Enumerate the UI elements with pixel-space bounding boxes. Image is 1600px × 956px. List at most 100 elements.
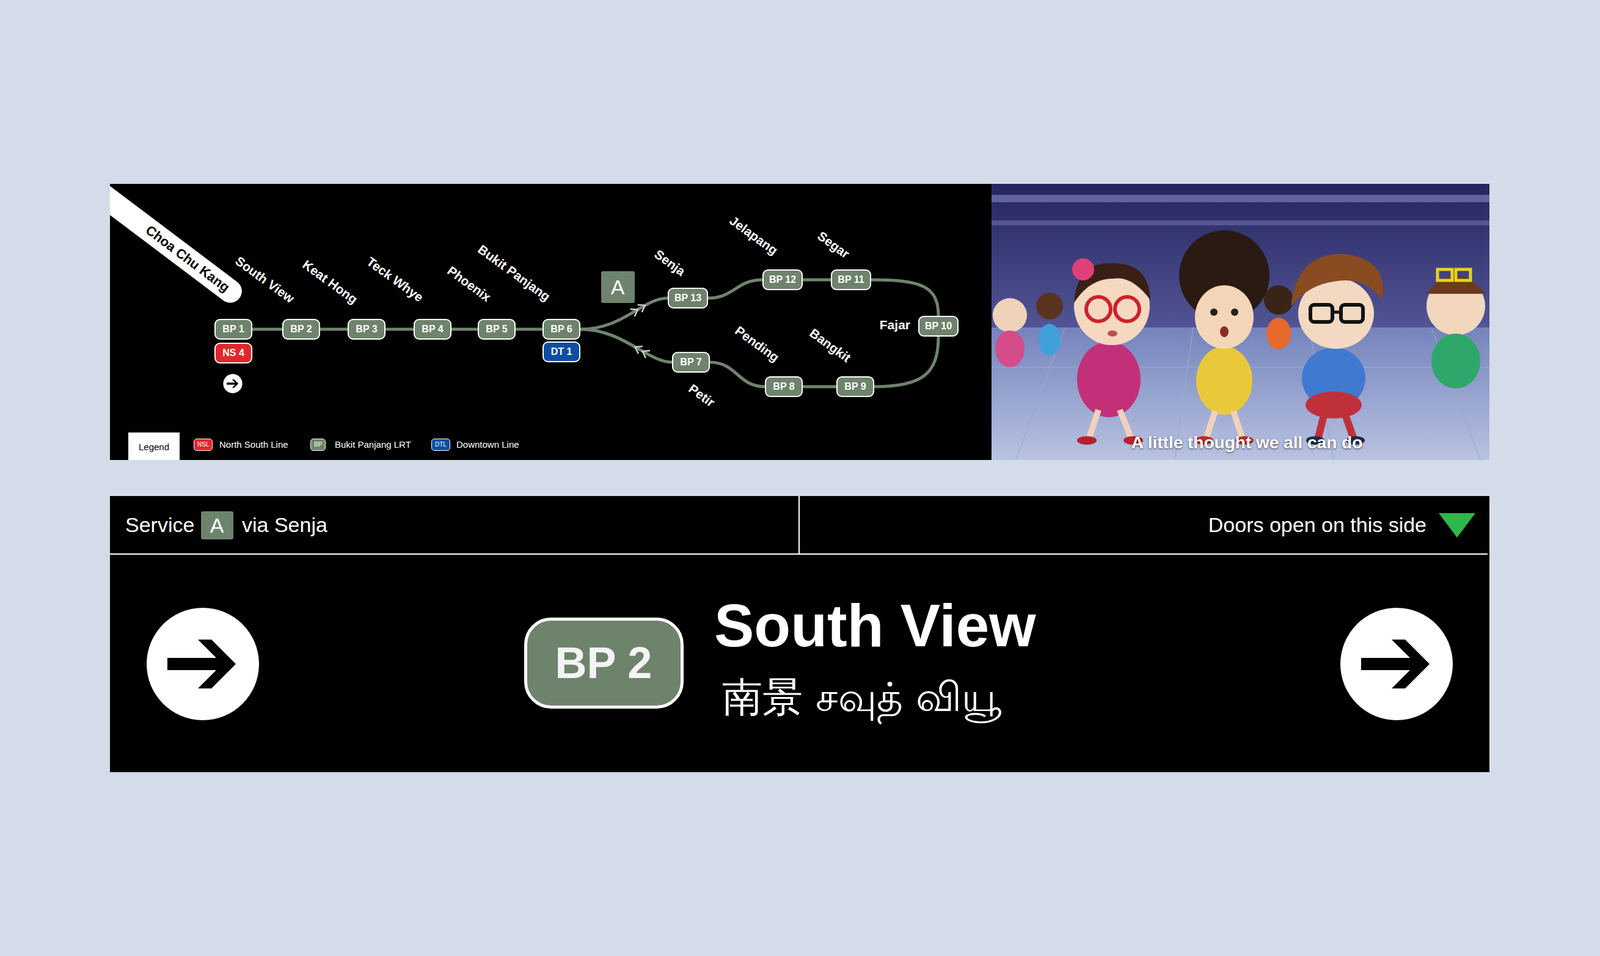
track-line [802,385,837,389]
terminus-band: Choa Chu Kang [109,183,247,308]
video-caption: A little thought we all can do [1131,433,1363,453]
direction-chevron [642,350,651,358]
station-box: BP 7 [672,351,710,373]
ceiling-light [991,220,1490,226]
station-box: BP 4 [413,318,452,340]
service-box: A [200,511,234,540]
station-name: Keat Hong [299,257,361,307]
track-line [874,336,939,387]
node-text: BP 12 [769,274,797,286]
legend-text: Downtown Line [456,439,520,451]
station-name-translation: 南景 சவுத் வியூ [722,675,1002,721]
door-side-triangle [1438,513,1476,538]
interchange-box: NS 4 [214,342,253,364]
direction-chevron [630,309,638,317]
station-name: Petir [686,381,718,410]
station-box: BP 1 [214,318,253,340]
track-line [385,328,414,332]
station-box: BP 5 [477,318,516,340]
node-text: BP 7 [679,356,702,368]
divider-line [798,496,800,555]
direction-arrow-icon [146,607,260,721]
legend-swatch: BP [310,438,326,451]
node-text: BP 11 [837,274,864,286]
station-name: Senja [651,247,688,280]
station-code-box: BP 2 [524,617,684,709]
station-name: South View [232,254,297,307]
divider-line [109,553,1488,555]
node-text: Legend [138,441,170,453]
direction-chevron [635,346,643,354]
station-box: BP 11 [830,269,871,291]
track-line [320,328,348,332]
track-line [871,279,939,316]
legend-tab: Legend [128,432,180,461]
interchange-box: DT 1 [542,341,581,363]
node-text: A [610,275,625,300]
platform-sign: ABP 2Servicevia SenjaDoors open on this … [109,496,1490,773]
node-text: BP 2 [555,637,653,688]
backdrop [991,183,1490,461]
node-text: BP 5 [485,323,508,335]
station-box: BP 3 [347,318,386,340]
exit-arrow-icon [222,373,242,393]
node-text: BP 4 [421,323,443,335]
node-text: DT 1 [551,346,573,358]
node-text: BP 8 [772,381,795,393]
node-text: BP 1 [222,323,244,335]
track-line [515,328,543,332]
station-name: Phoenix [444,263,494,305]
node-text: BP 9 [844,381,866,393]
figure-left [1072,258,1151,445]
station-box: BP 12 [762,269,803,291]
map-panel: Choa Chu Kang BP 1 NS 4 BP 2 BP 3 BP 4 BP 5 BP … [109,183,992,461]
station-box: BP 13 [667,287,709,309]
icon-circle [1340,607,1453,721]
station-name-large: South View [714,593,1036,660]
station-box: BP 10 [918,315,959,337]
station-name: Bangkit [807,326,854,366]
legend-swatch: DTL [431,438,451,451]
node-text: BP 13 [674,292,702,304]
direction-arrow-icon [1340,607,1453,721]
door-side-label: Doors open on this side [1208,513,1427,537]
service-box: A [601,271,635,304]
legend-swatch: NSL [193,438,213,451]
icon-arrow [226,379,239,388]
floor-tiles [991,327,1490,461]
legend-text: North South Line [219,439,289,451]
icon-circle [146,607,260,721]
station-name: Pending [732,323,782,365]
ceiling-light [991,194,1490,203]
video-illustration [991,183,1490,461]
track-line [802,278,831,282]
node-text: BP 3 [355,323,377,335]
track-line [709,362,765,387]
node-text: BP 2 [290,323,312,335]
icon-circle [222,373,242,393]
legend-text: Bukit Panjang LRT [334,439,412,451]
node-text: Choa Chu Kang [142,222,233,296]
station-name: Teck Whye [364,254,426,305]
station-box: BP 6 [542,318,581,340]
icon-arrow [1361,639,1430,689]
track-line [252,328,283,332]
icon-arrow [167,639,236,689]
floor [991,327,1490,461]
track-line [451,328,478,332]
legend-code: DTL [434,441,447,448]
station-box: BP 9 [836,376,875,398]
station-box: BP 8 [764,376,803,398]
figure-right [1290,254,1384,445]
service-label: Service [125,513,195,537]
node-text: BP 10 [924,320,952,332]
video-panel: A little thought we all can do [991,183,1490,461]
station-name: Fajar [879,317,911,332]
node-text: A [210,513,225,538]
station-box: BP 2 [282,318,321,340]
track-line [708,279,763,299]
track-line [580,329,673,363]
figure-middle [1179,230,1270,445]
station-name: Segar [814,229,853,262]
